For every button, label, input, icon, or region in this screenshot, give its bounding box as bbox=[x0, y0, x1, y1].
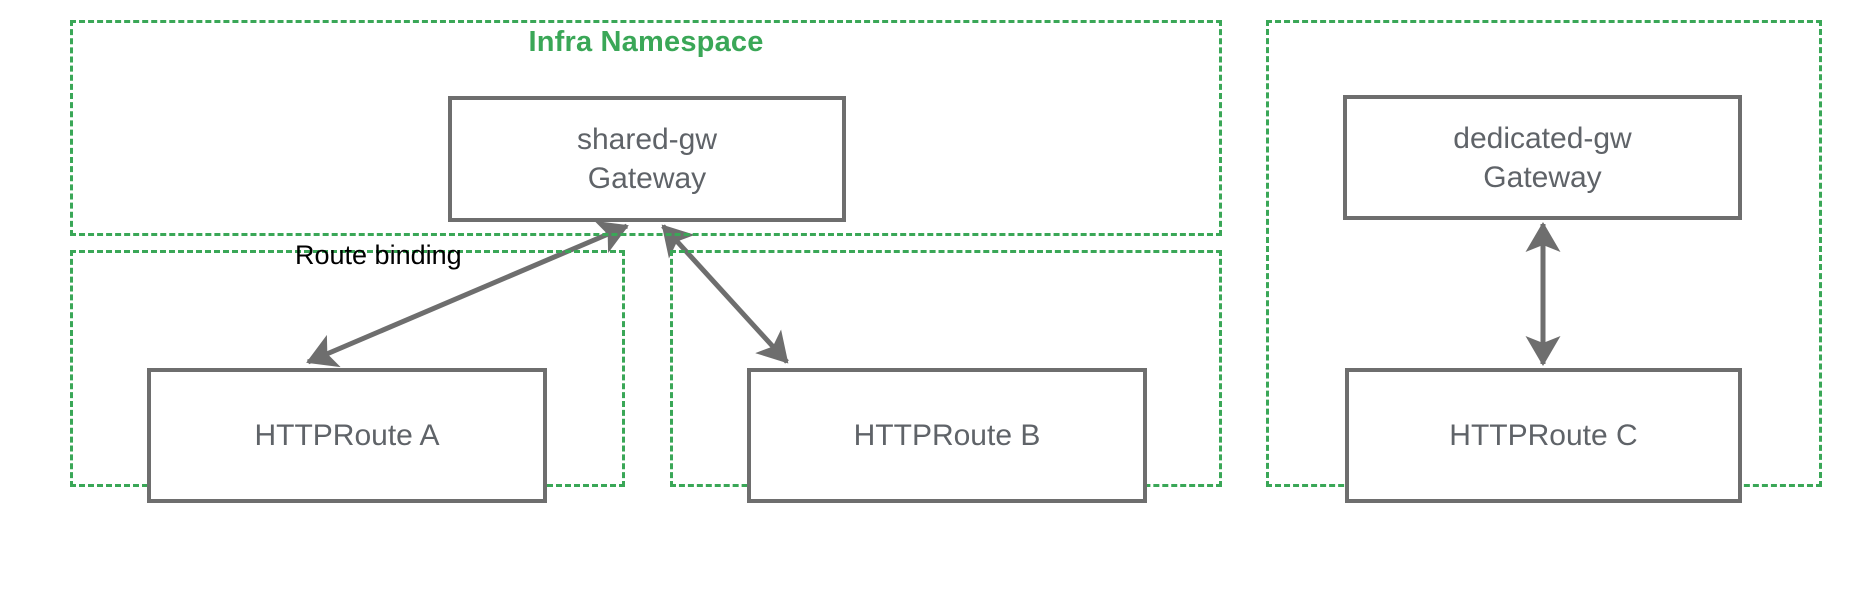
gateway-node-shared-gw[interactable]: shared-gw Gateway bbox=[448, 96, 846, 222]
httproute-node-b[interactable]: HTTPRoute B bbox=[747, 368, 1147, 503]
httproute-node-c[interactable]: HTTPRoute C bbox=[1345, 368, 1742, 503]
httproute-node-a-label: HTTPRoute A bbox=[254, 419, 440, 452]
edge-label-route-binding: Route binding bbox=[295, 240, 462, 270]
gateway-node-dedicated-gw-label: dedicated-gw Gateway bbox=[1453, 121, 1632, 194]
gateway-node-shared-gw-label: shared-gw Gateway bbox=[576, 123, 718, 195]
httproute-node-c-label: HTTPRoute C bbox=[1449, 419, 1638, 452]
httproute-node-b-label: HTTPRoute B bbox=[853, 419, 1041, 452]
namespace-label-infra: Infra Namespace bbox=[528, 26, 764, 58]
namespace-container-infra bbox=[70, 20, 1222, 236]
httproute-node-a[interactable]: HTTPRoute A bbox=[147, 368, 547, 503]
gateway-node-dedicated-gw[interactable]: dedicated-gw Gateway bbox=[1343, 95, 1742, 220]
